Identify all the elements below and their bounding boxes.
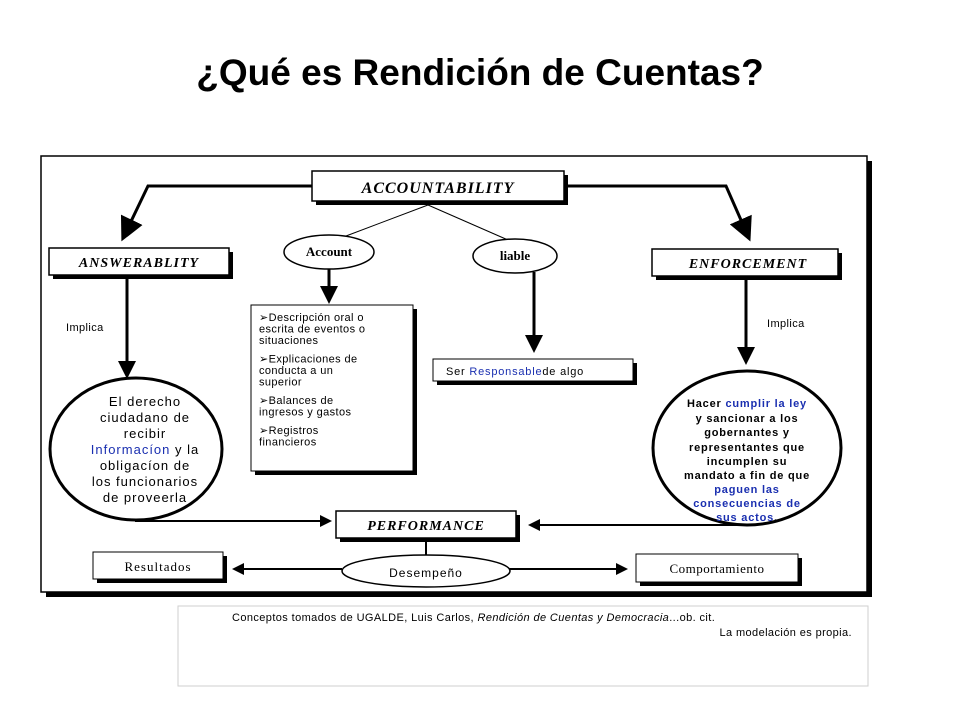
answerability-line-6: los funcionarios (92, 474, 198, 489)
enforcement-line-6: mandato a fin de que (684, 470, 810, 482)
branch-lines (345, 204, 509, 241)
bullet-icon: ➢ (259, 395, 269, 407)
account-item-line: ingresos y gastos (259, 407, 351, 419)
account-node: Account (283, 234, 375, 270)
accountability-label: ACCOUNTABILITY (361, 180, 515, 197)
account-item-line: financieros (259, 437, 317, 449)
accountability-box: ACCOUNTABILITY (311, 170, 568, 205)
performance-label: PERFORMANCE (367, 519, 485, 534)
performance-box: PERFORMANCE (335, 510, 520, 542)
enforcement-label: ENFORCEMENT (688, 257, 808, 272)
comportamiento-box: Comportamiento (635, 553, 802, 586)
bullet-icon: ➢ (259, 312, 269, 324)
bullet-icon: ➢ (259, 354, 269, 366)
liable-label: liable (500, 248, 531, 263)
answerability-label: ANSWERABLITY (78, 256, 200, 271)
account-item-line: situaciones (259, 335, 319, 347)
resultados-label: Resultados (124, 559, 191, 574)
answerability-line-1: El derecho (109, 394, 181, 409)
enforcement-line-9: sus actos. (716, 512, 778, 524)
desempeno-node: Desempeño (232, 554, 628, 588)
answerability-box: ANSWERABLITY (48, 247, 233, 279)
answerability-circle: El derecho ciudadano de recibir Informac… (48, 376, 224, 522)
enforcement-line-1: Hacer cumplir la ley (687, 398, 807, 410)
footnote-line-2: La modelación es propia. (719, 627, 852, 639)
top-connectors (120, 184, 752, 242)
footnote-line-1: Conceptos tomados de UGALDE, Luis Carlos… (232, 612, 715, 624)
account-label: Account (306, 244, 353, 259)
enforcement-line-7: paguen las (714, 484, 779, 496)
enforcement-line-8: consecuencias de (693, 498, 801, 510)
answerability-line-2: ciudadano de (100, 410, 190, 425)
enforcement-line-2: y sancionar a los (696, 413, 799, 425)
account-item-line: ➢Descripción oral o (259, 312, 364, 324)
implica-right-label: Implica (767, 318, 805, 330)
implica-left-label: Implica (66, 322, 104, 334)
bullet-icon: ➢ (259, 425, 269, 437)
account-liable-arrows (320, 269, 543, 353)
enforcement-line-5: incumplen su (707, 456, 788, 468)
account-item-line: superior (259, 377, 302, 389)
performance-arrows (135, 515, 747, 556)
comportamiento-label: Comportamiento (669, 561, 764, 576)
page-title: ¿Qué es Rendición de Cuentas? (196, 52, 764, 93)
liable-description: Ser Responsablede algo (446, 366, 584, 378)
resultados-box: Resultados (92, 551, 227, 583)
answerability-line-5: obligacíon de (100, 458, 190, 473)
answerability-line-3: recibir (124, 426, 166, 441)
answerability-line-7: de proveerla (103, 490, 187, 505)
account-item-line: conducta a un (259, 365, 333, 377)
liable-node: liable (472, 238, 558, 274)
liable-description-box: Ser Responsablede algo (432, 358, 637, 385)
account-item-line: escrita de eventos o (259, 324, 365, 336)
footnote-box: Conceptos tomados de UGALDE, Luis Carlos… (177, 605, 869, 687)
enforcement-line-3: gobernantes y (704, 427, 790, 439)
enforcement-box: ENFORCEMENT (651, 248, 842, 280)
account-item-line: ➢Registros (259, 425, 319, 437)
account-item-line: ➢Explicaciones de (259, 354, 358, 366)
enforcement-circle: Hacer cumplir la ley y sancionar a los g… (651, 369, 843, 527)
desempeno-label: Desempeño (389, 566, 463, 580)
account-item-line: ➢Balances de (259, 395, 334, 407)
implica-arrows (118, 279, 755, 379)
answerability-line-4: Informacíon y la (91, 442, 200, 457)
enforcement-line-4: representantes que (689, 442, 805, 454)
